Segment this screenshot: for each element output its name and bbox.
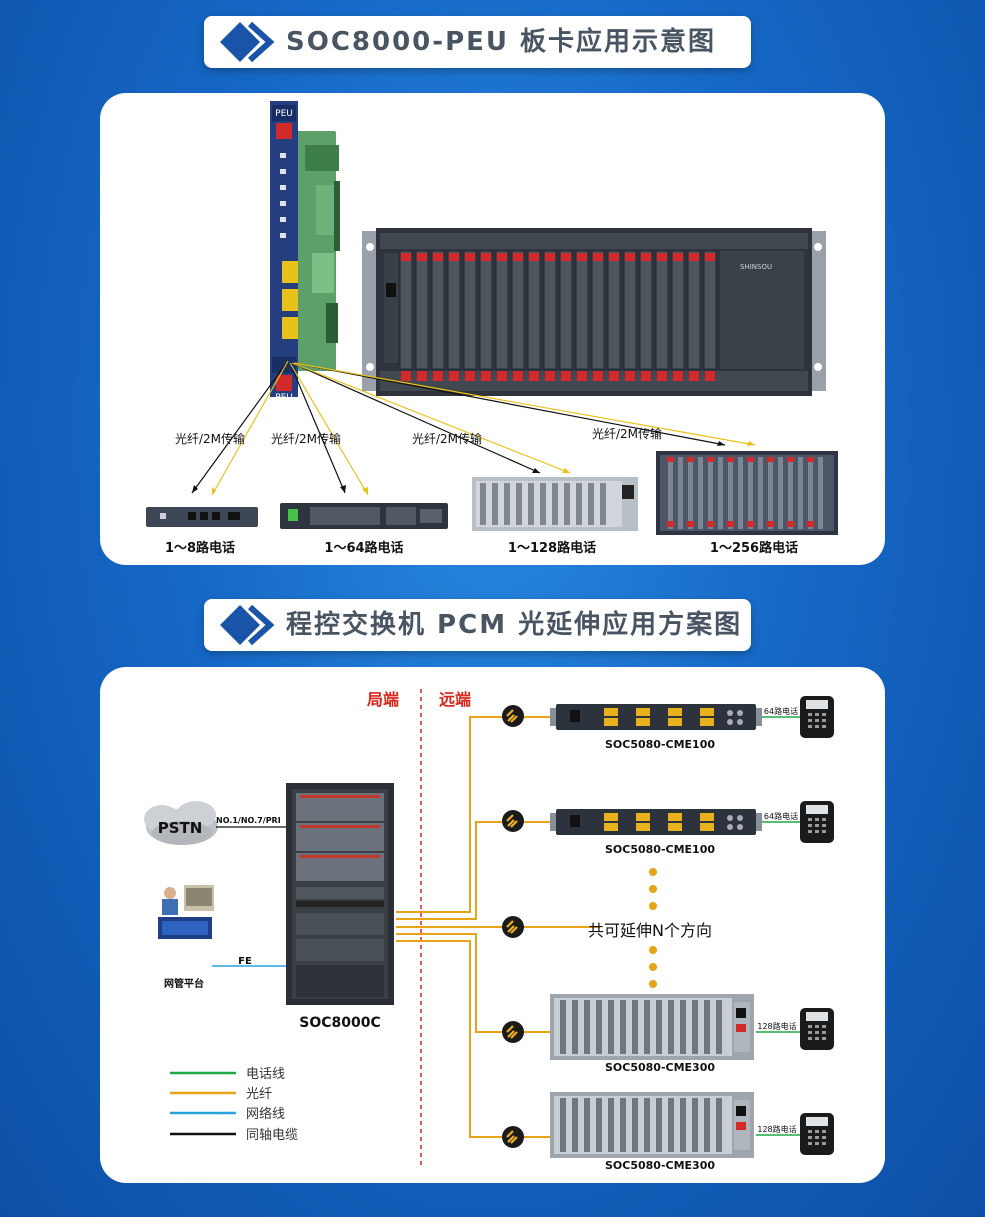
local-side-label: 局端 xyxy=(367,690,399,709)
section1-title-bar: SOC8000-PEU 板卡应用示意图 xyxy=(204,16,751,68)
peu-link-lines xyxy=(191,360,756,496)
desk-phone-icon xyxy=(800,1113,834,1155)
legend-coax-cable: 同轴电缆 xyxy=(246,1127,298,1143)
device-label-2: 1～64路电话 xyxy=(324,540,403,556)
soc8000c-rack xyxy=(286,783,394,1005)
device-64-phones xyxy=(280,503,448,529)
main-chassis: SHINSOU xyxy=(362,228,826,396)
section2-title-bar: 程控交换机 PCM 光延伸应用方案图 xyxy=(204,599,751,651)
peu-card-top-label: PEU xyxy=(275,109,293,119)
fiber-connector-icon xyxy=(500,1124,526,1150)
remote-1-phones: 64路电话 xyxy=(764,706,798,716)
link-label-4: 光纤/2M传输 xyxy=(592,426,662,441)
fiber-trunk xyxy=(396,716,600,1138)
desk-phone-icon xyxy=(800,1008,834,1050)
section2-title: 程控交换机 PCM 光延伸应用方案图 xyxy=(286,610,743,640)
fiber-connector-icon xyxy=(500,1019,526,1045)
fiber-connector-icon xyxy=(500,914,526,940)
remote-2-phones: 64路电话 xyxy=(764,811,798,821)
device-256-phones xyxy=(656,451,838,535)
remote-1-name: SOC5080-CME100 xyxy=(605,738,715,751)
device-128-phones xyxy=(472,477,638,531)
fiber-connector-icon xyxy=(500,808,526,834)
pcm-extension-panel: 局端 远端 PSTN NO.1/NO.7/PRI 网管平台 FE xyxy=(100,667,885,1183)
legend-network-line: 网络线 xyxy=(246,1106,285,1122)
device-label-1: 1～8路电话 xyxy=(165,540,235,556)
fiber-connector-icon xyxy=(500,703,526,729)
device-8-phones xyxy=(146,507,258,527)
fe-label: FE xyxy=(238,956,252,967)
peu-application-diagram: PEU PEU xyxy=(146,101,838,556)
device-label-4: 1～256路电话 xyxy=(710,540,798,556)
pstn-link-label: NO.1/NO.7/PRI xyxy=(216,816,281,825)
peu-card: PEU PEU xyxy=(270,101,340,403)
core-device-label: SOC8000C xyxy=(299,1015,381,1031)
remote-3-name: SOC5080-CME300 xyxy=(605,1061,715,1074)
remote-device-4 xyxy=(550,1092,754,1158)
section1-title: SOC8000-PEU 板卡应用示意图 xyxy=(286,27,717,57)
device-label-3: 1～128路电话 xyxy=(508,540,596,556)
management-label: 网管平台 xyxy=(164,977,204,990)
chassis-brand-text: SHINSOU xyxy=(740,263,772,271)
remote-4-name: SOC5080-CME300 xyxy=(605,1159,715,1172)
remote-device-3 xyxy=(550,994,754,1060)
pstn-cloud: PSTN xyxy=(144,801,218,845)
link-label-1: 光纤/2M传输 xyxy=(175,431,245,446)
remote-4-phones: 128路电话 xyxy=(757,1124,796,1134)
link-label-3: 光纤/2M传输 xyxy=(412,431,482,446)
remote-device-1 xyxy=(550,704,762,730)
legend-phone-line: 电话线 xyxy=(246,1067,285,1082)
diamond-logo-icon xyxy=(220,21,275,63)
peu-card-bottom-label: PEU xyxy=(275,393,293,403)
pstn-label: PSTN xyxy=(158,819,203,837)
management-platform: 网管平台 xyxy=(158,885,214,990)
remote-2-name: SOC5080-CME100 xyxy=(605,843,715,856)
remote-device-2 xyxy=(550,809,762,835)
desk-phone-icon xyxy=(800,696,834,738)
link-label-2: 光纤/2M传输 xyxy=(271,431,341,446)
remote-side-label: 远端 xyxy=(439,690,471,709)
diamond-logo-icon xyxy=(220,604,275,646)
desk-phone-icon xyxy=(800,801,834,843)
peu-application-panel: PEU PEU xyxy=(100,93,885,565)
continuation-dots xyxy=(649,868,657,988)
legend-fiber: 光纤 xyxy=(246,1087,272,1102)
extension-directions-text: 共可延伸N个方向 xyxy=(588,921,712,940)
remote-3-phones: 128路电话 xyxy=(757,1021,796,1031)
line-legend: 电话线 光纤 网络线 同轴电缆 xyxy=(170,1067,298,1143)
pcm-extension-diagram: 局端 远端 PSTN NO.1/NO.7/PRI 网管平台 FE xyxy=(144,689,834,1172)
